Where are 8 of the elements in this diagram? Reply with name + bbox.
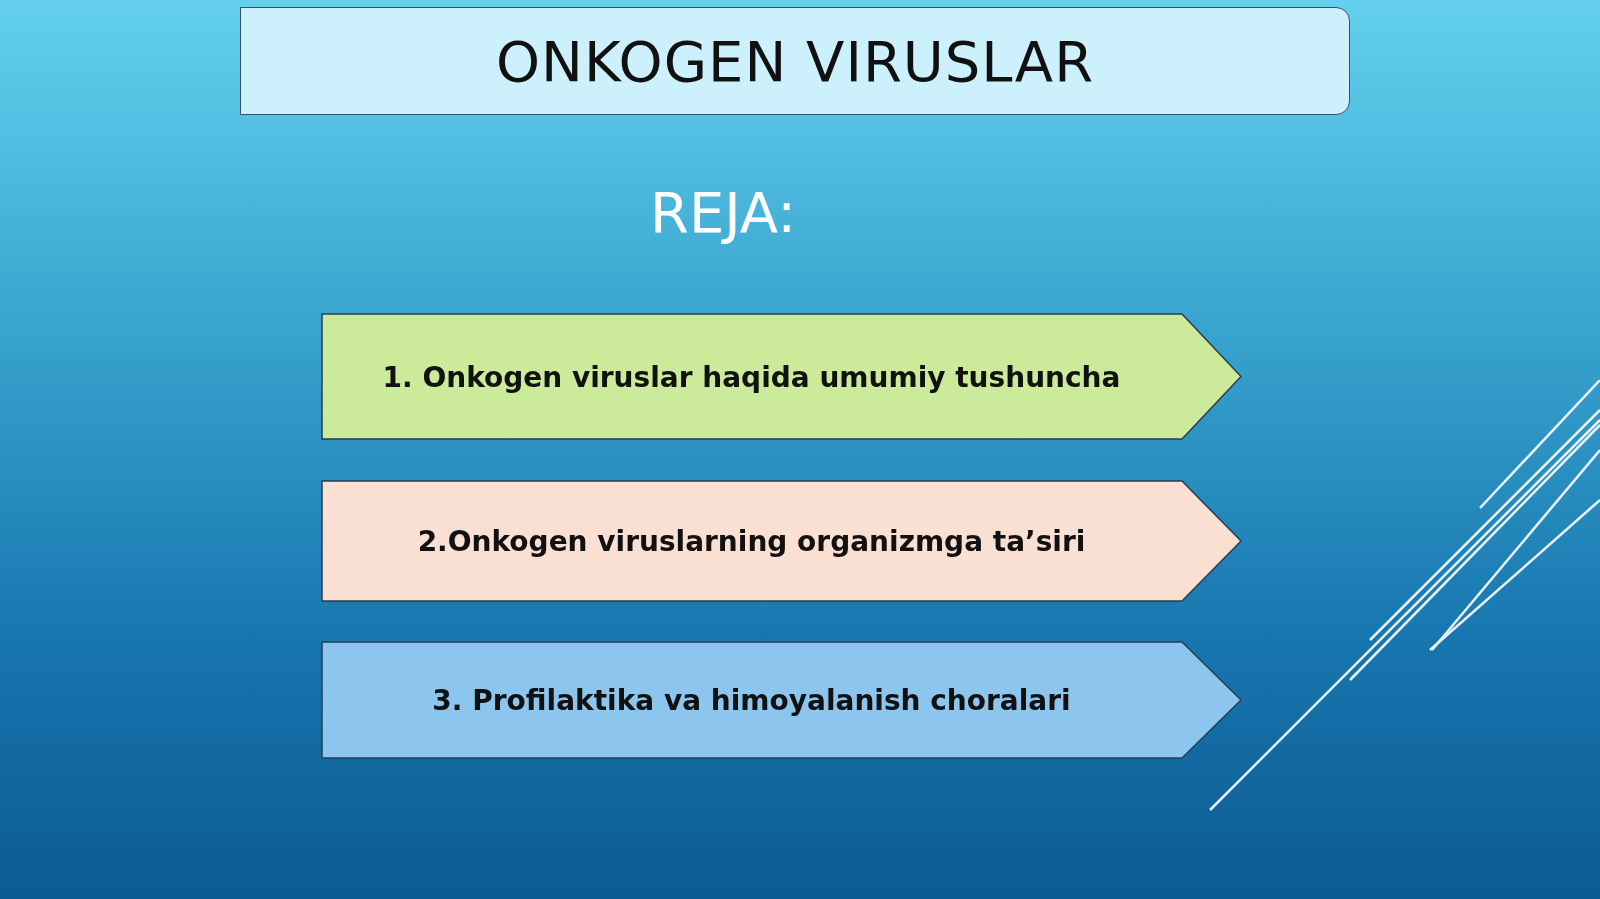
title-text: ONKOGEN VIRUSLAR xyxy=(495,28,1095,94)
plan-item-banner xyxy=(321,480,1242,602)
plan-item-banner xyxy=(321,641,1242,759)
step-text: 1. Onkogen viruslar haqida umumiy tushuncha xyxy=(381,360,1122,393)
step-text: 3. Profilaktika va himoyalanish choralari xyxy=(431,683,1072,717)
heading-text: REJA: xyxy=(650,180,796,245)
plan-item-banner xyxy=(321,313,1242,440)
step-text: 2.Onkogen viruslarning organizmga ta’siri xyxy=(416,524,1087,558)
